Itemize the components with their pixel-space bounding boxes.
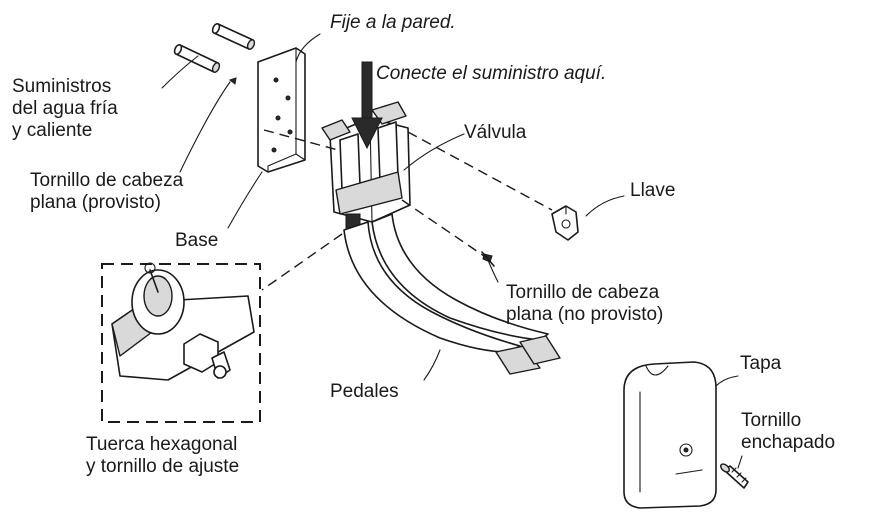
supply-pipe-lower xyxy=(173,43,221,73)
label-flat-screw-not-provided-line2: plana (no provisto) xyxy=(506,304,664,325)
label-flat-screw-provided-line2: plana (provisto) xyxy=(30,192,161,213)
label-supplies: Suministros del agua fría y caliente xyxy=(12,76,118,142)
label-flat-screw-provided-line1: Tornillo de cabeza xyxy=(30,170,184,191)
label-base: Base xyxy=(175,230,219,251)
label-flat-screw-provided: Tornillo de cabeza plana (provisto) xyxy=(30,170,183,214)
guide-lines xyxy=(261,129,553,291)
label-supplies-line2: del agua fría xyxy=(12,98,118,119)
label-supplies-line3: y caliente xyxy=(12,120,93,141)
plated-screw-part xyxy=(720,463,749,489)
cover-part xyxy=(623,361,717,509)
label-plated-screw-line1: Tornillo xyxy=(741,410,802,431)
base-plate xyxy=(257,47,306,173)
label-cover: Tapa xyxy=(740,353,782,374)
label-pedals: Pedales xyxy=(330,381,399,402)
label-wall: Fije a la pared. xyxy=(330,12,456,33)
label-valve: Válvula xyxy=(464,122,527,143)
leader-lines xyxy=(161,33,743,469)
flat-screw-not-provided-part xyxy=(481,251,495,267)
label-hex-nut: Tuerca hexagonal y tornillo de ajuste xyxy=(86,434,239,478)
label-plated-screw-line2: enchapado xyxy=(741,432,836,453)
flat-screw-provided-part xyxy=(228,77,237,85)
label-flat-screw-not-provided: Tornillo de cabeza plana (no provisto) xyxy=(506,282,663,326)
label-connect-supply: Conecte el suministro aquí. xyxy=(376,63,607,84)
supply-pipe-upper xyxy=(211,22,256,50)
label-flat-screw-not-provided-line1: Tornillo de cabeza xyxy=(506,282,660,303)
label-key: Llave xyxy=(630,180,676,201)
label-hex-nut-line1: Tuerca hexagonal xyxy=(86,434,238,455)
detail-box xyxy=(101,262,261,423)
label-hex-nut-line2: y tornillo de ajuste xyxy=(86,456,240,477)
label-plated-screw: Tornillo enchapado xyxy=(741,410,835,454)
key-part xyxy=(551,205,579,241)
label-supplies-line1: Suministros xyxy=(12,76,112,97)
connect-arrow xyxy=(351,61,383,150)
pedals xyxy=(343,213,561,375)
